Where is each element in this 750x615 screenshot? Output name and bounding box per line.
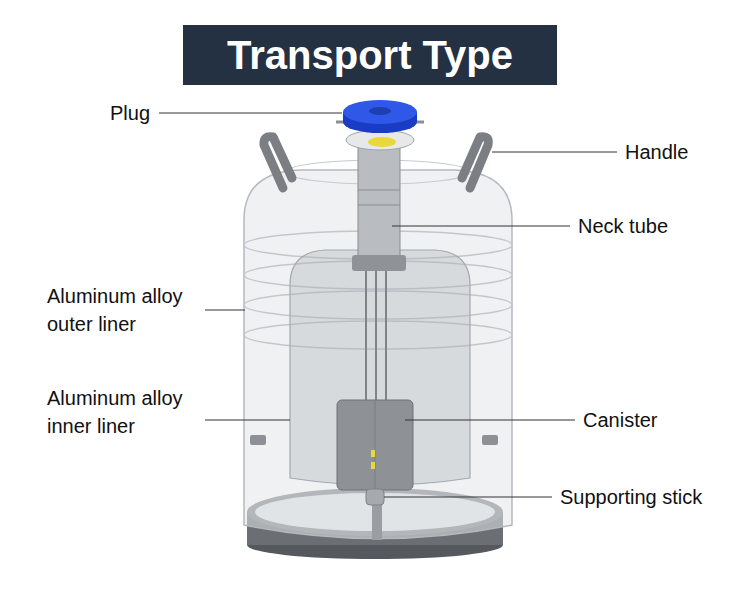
part-label: Neck tube bbox=[578, 212, 668, 240]
part-label: Aluminum alloy inner liner bbox=[47, 384, 197, 440]
part-label: Plug bbox=[110, 99, 150, 127]
title-banner: Transport Type bbox=[183, 25, 557, 85]
neck-tube-shape bbox=[346, 130, 414, 271]
leader-lines bbox=[159, 113, 617, 497]
part-label: Supporting stick bbox=[560, 483, 702, 511]
part-label: Canister bbox=[583, 406, 657, 434]
title-text: Transport Type bbox=[227, 33, 513, 77]
part-label: Aluminum alloy outer liner bbox=[47, 282, 197, 338]
supporting-stick-shape bbox=[366, 489, 384, 540]
part-label: Handle bbox=[625, 138, 688, 166]
plug-shape bbox=[336, 100, 424, 133]
canister-shape bbox=[337, 271, 413, 490]
